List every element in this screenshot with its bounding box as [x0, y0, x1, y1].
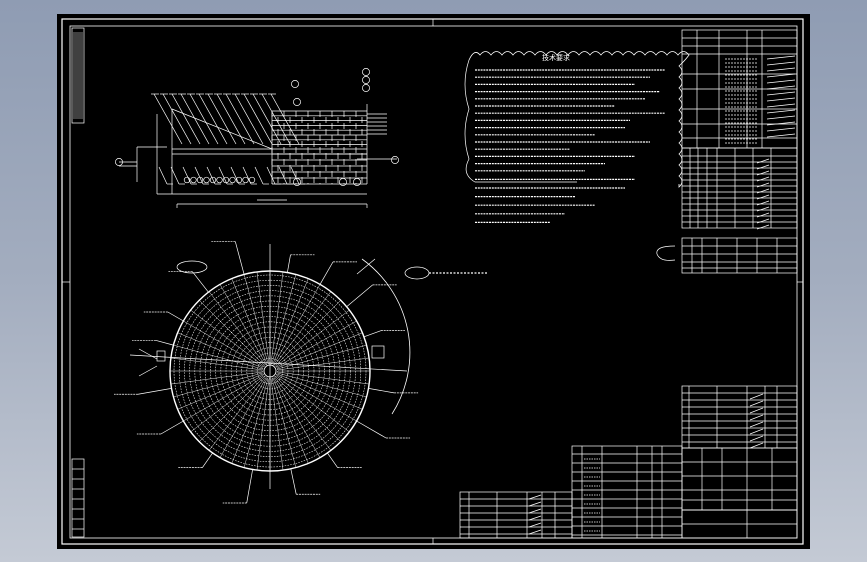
left-title-strip	[71, 27, 85, 538]
plan-view	[114, 241, 487, 504]
section-view	[115, 68, 399, 208]
notes-title: 技术要求	[542, 53, 570, 62]
drawing-canvas[interactable]: 技术要求	[57, 14, 810, 549]
title-block	[459, 29, 798, 539]
engineering-drawing: 技术要求	[61, 18, 804, 545]
sheet-border	[61, 18, 804, 545]
technical-notes: 技术要求	[464, 51, 690, 223]
